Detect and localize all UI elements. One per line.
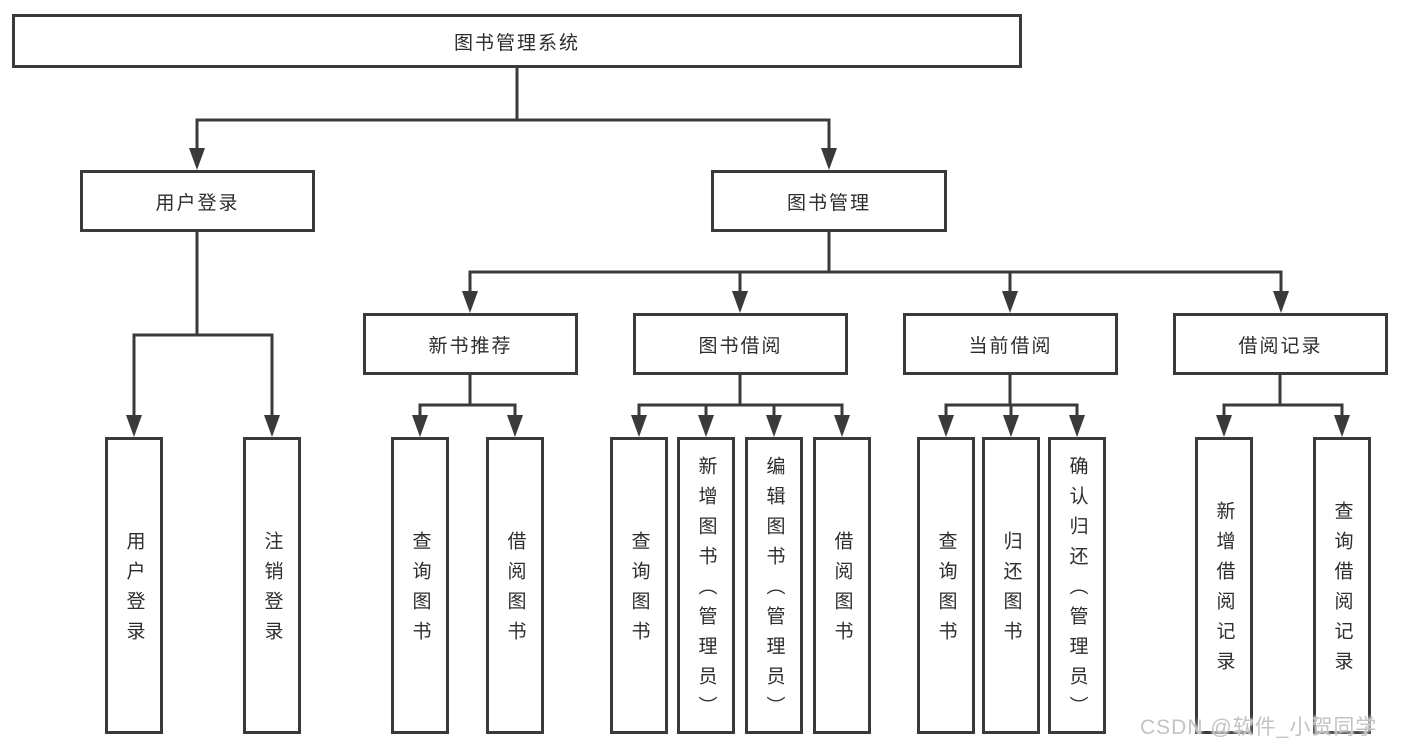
node-book-borrow: 图书借阅 [633,313,848,375]
leaf-add-borrow-record-label: 新增借阅记录 [1213,501,1235,681]
leaf-query-books-recommend-label: 查询图书 [409,531,431,651]
leaf-borrow-books-recommend-label: 借阅图书 [504,531,526,651]
leaf-query-books-current: 查询图书 [917,437,975,734]
leaf-borrow-books-label: 借阅图书 [831,531,853,651]
leaf-return-books-label: 归还图书 [1000,531,1022,651]
leaf-return-books: 归还图书 [982,437,1040,734]
node-new-book-recommend: 新书推荐 [363,313,578,375]
leaf-add-borrow-record: 新增借阅记录 [1195,437,1253,734]
node-book-management: 图书管理 [711,170,947,232]
leaf-query-books-borrow-label: 查询图书 [628,531,650,651]
leaf-confirm-return-admin: 确认归还（管理员） [1048,437,1106,734]
leaf-query-books-borrow: 查询图书 [610,437,668,734]
node-current-borrow-label: 当前借阅 [968,335,1053,357]
node-user-login-label: 用户登录 [155,192,240,214]
node-user-login: 用户登录 [80,170,315,232]
leaf-user-login-label: 用户登录 [123,531,145,651]
leaf-borrow-books: 借阅图书 [813,437,871,734]
leaf-query-borrow-record-label: 查询借阅记录 [1331,501,1353,681]
leaf-edit-book-admin: 编辑图书（管理员） [745,437,803,734]
leaf-add-book-admin-label: 新增图书（管理员） [695,456,717,726]
leaf-logout: 注销登录 [243,437,301,734]
leaf-add-book-admin: 新增图书（管理员） [677,437,735,734]
node-book-management-label: 图书管理 [786,192,871,214]
node-new-book-recommend-label: 新书推荐 [428,335,513,357]
leaf-edit-book-admin-label: 编辑图书（管理员） [763,456,785,726]
leaf-confirm-return-admin-label: 确认归还（管理员） [1066,456,1088,726]
leaf-query-books-recommend: 查询图书 [391,437,449,734]
csdn-watermark: CSDN @软件_小贺同学 [1140,716,1378,739]
leaf-query-borrow-record: 查询借阅记录 [1313,437,1371,734]
node-borrow-records: 借阅记录 [1173,313,1388,375]
leaf-logout-label: 注销登录 [261,531,283,651]
node-borrow-records-label: 借阅记录 [1238,335,1323,357]
node-book-borrow-label: 图书借阅 [698,335,783,357]
leaf-borrow-books-recommend: 借阅图书 [486,437,544,734]
leaf-query-books-current-label: 查询图书 [935,531,957,651]
node-root: 图书管理系统 [12,14,1022,68]
leaf-user-login: 用户登录 [105,437,163,734]
node-current-borrow: 当前借阅 [903,313,1118,375]
node-root-label: 图书管理系统 [453,32,580,54]
